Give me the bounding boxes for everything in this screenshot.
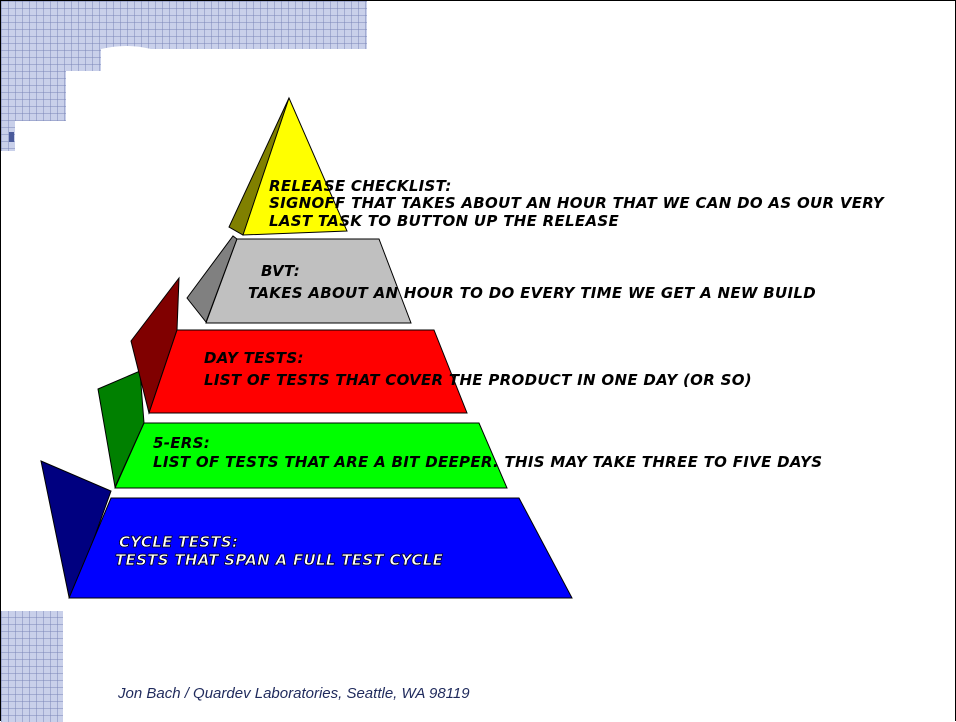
bvt-description: TAKES ABOUT AN HOUR TO DO EVERY TIME WE … bbox=[248, 284, 816, 302]
accent-mark bbox=[9, 132, 14, 142]
day-tests-description: LIST OF TESTS THAT COVER THE PRODUCT IN … bbox=[204, 371, 752, 389]
release-checklist-title: RELEASE CHECKLIST: bbox=[269, 177, 452, 195]
5ers-description: LIST OF TESTS THAT ARE A BIT DEEPER. THI… bbox=[153, 453, 822, 471]
release-checklist-description-1: SIGNOFF THAT TAKES ABOUT AN HOUR THAT WE… bbox=[269, 194, 886, 212]
release-checklist-description-2: LAST TASK TO BUTTON UP THE RELEASE bbox=[269, 212, 619, 230]
decorative-grid-bottom-left bbox=[1, 611, 63, 722]
day-tests-title: DAY TESTS: bbox=[204, 349, 304, 367]
bvt-title: BVT: bbox=[261, 262, 300, 280]
footer-credit: Jon Bach / Quardev Laboratories, Seattle… bbox=[118, 685, 470, 702]
tier-cycle-tests: CYCLE TESTS: TESTS THAT SPAN A FULL TEST… bbox=[40, 460, 573, 599]
tier-bvt: BVT: TAKES ABOUT AN HOUR TO DO EVERY TIM… bbox=[186, 235, 816, 324]
5ers-title: 5-ERS: bbox=[153, 434, 210, 452]
cycle-tests-description: TESTS THAT SPAN A FULL TEST CYCLE bbox=[115, 551, 444, 569]
cycle-tests-title: CYCLE TESTS: bbox=[119, 533, 238, 551]
tier-release-checklist: RELEASE CHECKLIST: SIGNOFF THAT TAKES AB… bbox=[228, 96, 886, 236]
tier-day-tests: DAY TESTS: LIST OF TESTS THAT COVER THE … bbox=[130, 276, 752, 415]
decorative-grid-top-left bbox=[1, 1, 367, 151]
tier-5ers: 5-ERS: LIST OF TESTS THAT ARE A BIT DEEP… bbox=[97, 370, 822, 489]
